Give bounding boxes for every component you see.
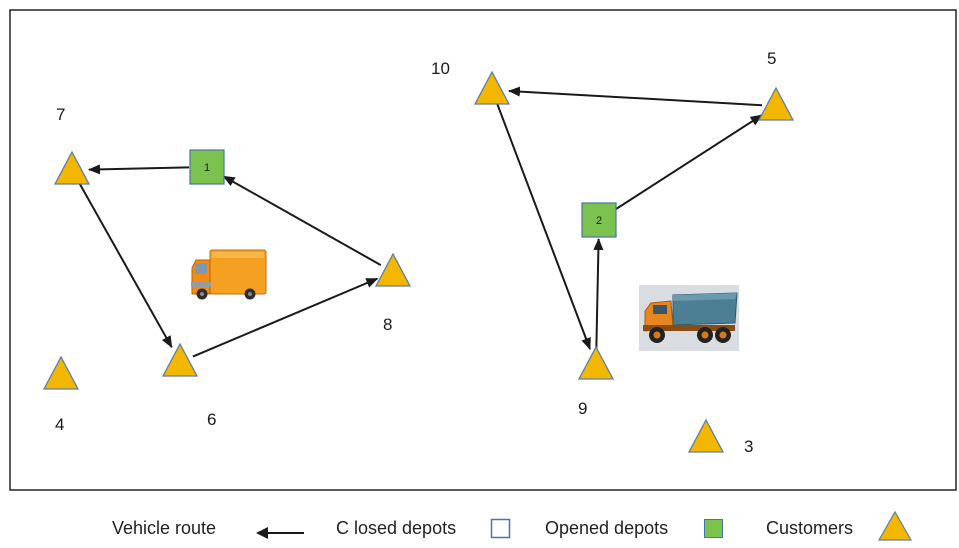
- customer-label-4: 4: [55, 415, 64, 434]
- customer-icon: [877, 510, 913, 541]
- legend-vehicle-route-label: Vehicle route: [112, 518, 217, 538]
- customer-label-10: 10: [431, 59, 450, 78]
- opened-depot-icon: [704, 519, 723, 538]
- route-arrow-6-to-8: [192, 277, 379, 358]
- legend: Vehicle route C losed depots Opened depo…: [0, 510, 959, 544]
- depot-node-2: [581, 202, 617, 238]
- customer-node-7: [53, 150, 91, 185]
- customer-node-6: [161, 342, 199, 377]
- customer-node-9: [577, 345, 615, 380]
- legend-closed-depots-label: C losed depots: [336, 518, 457, 538]
- customer-label-3: 3: [744, 437, 753, 456]
- route-arrow-9-to-2: [593, 237, 604, 352]
- network-nodes: 3 4 5 6 7 8 9 10 1 2: [42, 49, 795, 456]
- legend-vehicle-route: Vehicle route: [112, 518, 216, 539]
- route-arrow-1-to-7: [87, 164, 190, 175]
- route-arrow-2-to-5: [613, 114, 763, 212]
- diagram-frame: [9, 9, 957, 491]
- depot-node-1: [189, 149, 225, 185]
- customer-label-7: 7: [56, 105, 65, 124]
- legend-closed-depots: C losed depots: [336, 518, 456, 539]
- depot-label-2: 2: [596, 215, 602, 227]
- truck-dump-icon: [639, 285, 739, 351]
- depot-label-1: 1: [204, 162, 210, 174]
- customer-node-4: [42, 355, 80, 390]
- vehicle-routes: [77, 86, 763, 358]
- legend-opened-depots: Opened depots: [545, 518, 668, 539]
- legend-customers: Customers: [766, 518, 853, 539]
- customer-node-5: [757, 86, 795, 121]
- legend-customers-label: Customers: [766, 518, 854, 538]
- closed-depot-icon: [490, 518, 511, 539]
- legend-opened-depots-label: Opened depots: [545, 518, 669, 538]
- customer-label-5: 5: [767, 49, 776, 68]
- customer-node-8: [374, 252, 412, 287]
- customer-label-9: 9: [578, 399, 587, 418]
- route-arrow-8-to-1: [222, 175, 382, 266]
- route-arrow-5-to-10: [507, 86, 763, 107]
- truck-orange-icon: [191, 249, 267, 300]
- customer-label-6: 6: [207, 410, 216, 429]
- customer-label-8: 8: [383, 315, 392, 334]
- legend-arrow-icon: [256, 527, 304, 539]
- route-arrow-7-to-6: [77, 181, 173, 349]
- route-arrow-10-to-9: [496, 102, 591, 351]
- customer-node-10: [473, 70, 511, 105]
- customer-node-3: [687, 418, 725, 453]
